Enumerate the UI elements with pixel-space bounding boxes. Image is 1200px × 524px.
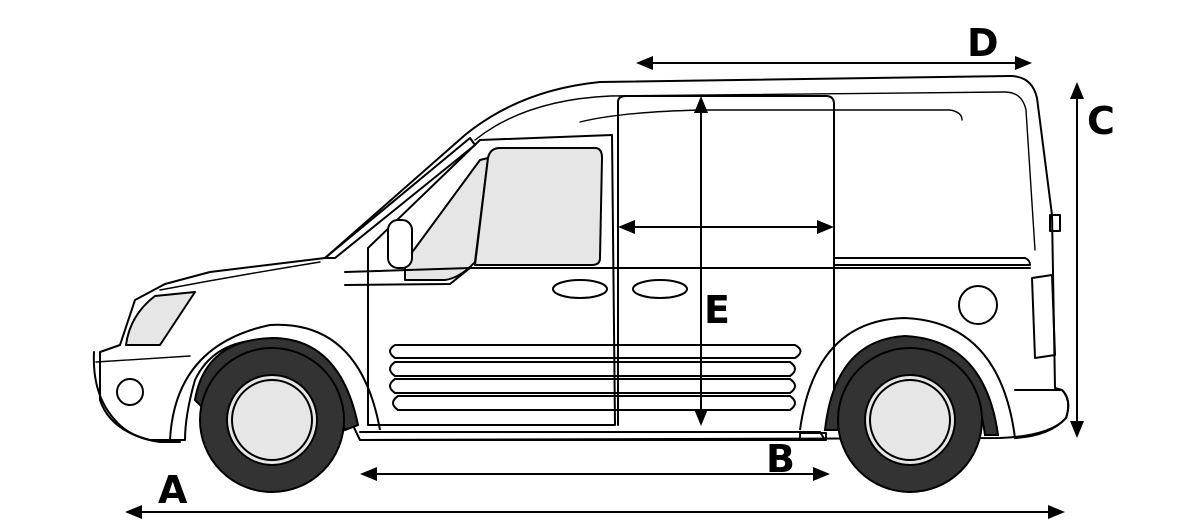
side-strip-2 [389,361,796,377]
arrowhead-c-top [1070,82,1084,99]
rear-panel-top-line [579,109,963,123]
arrowhead-c-bottom [1070,421,1084,438]
front-hub [226,374,318,466]
rear-wheel-arch [799,316,1016,439]
dimension-label-a: A [158,468,188,512]
arrowhead-b-right [813,467,830,481]
arrowhead-e-right [817,220,834,234]
dimension-label-b: B [766,437,795,481]
front-side-window [474,147,603,266]
rear-bumper [1014,389,1070,439]
arrowhead-d-left [636,56,653,70]
sill-step [799,432,827,441]
arrowhead-d-right [1015,56,1032,70]
side-mirror [387,219,413,269]
roof-line [474,91,1036,251]
side-strip-4 [392,395,796,411]
rear-hub [864,374,956,466]
rear-hinge [1049,214,1061,232]
sliding-door-handle [632,279,688,299]
arrowhead-b-left [360,467,377,481]
rear-hub-ring [869,379,951,461]
sliding-door-outline [617,95,835,426]
fog-light [116,378,144,406]
side-strip-3 [389,378,796,394]
arrowhead-e-bottom [694,409,708,426]
fuel-cap [958,285,998,325]
dimension-label-e: E [704,288,730,332]
rear-wheel [799,316,1016,493]
front-door-outline [367,134,616,426]
front-hub-ring [231,379,313,461]
side-strip-1 [389,344,802,359]
rear-rail [833,257,1031,266]
front-wheel [169,323,381,493]
dimension-a: A [125,468,1065,519]
headlight [125,291,196,346]
tail-light [1031,274,1056,359]
dimension-d: D [636,21,1032,70]
front-bumper [92,351,181,443]
front-bumper-line [95,355,191,363]
front-door-handle [552,279,608,299]
dimension-label-c: C [1087,99,1115,143]
side-sill [359,431,826,441]
front-wheel-arch [169,323,381,441]
dimension-b: B [360,437,830,481]
arrowhead-e-left [618,220,635,234]
dimension-label-d: D [967,21,999,65]
dimension-e: E [618,96,834,426]
arrowhead-a-left [125,505,142,519]
front-door-lower-window-line [344,267,471,286]
dimension-c: C [1070,82,1115,438]
arrowhead-e-top [694,96,708,113]
arrowhead-a-right [1048,505,1065,519]
hood-line [159,261,321,291]
